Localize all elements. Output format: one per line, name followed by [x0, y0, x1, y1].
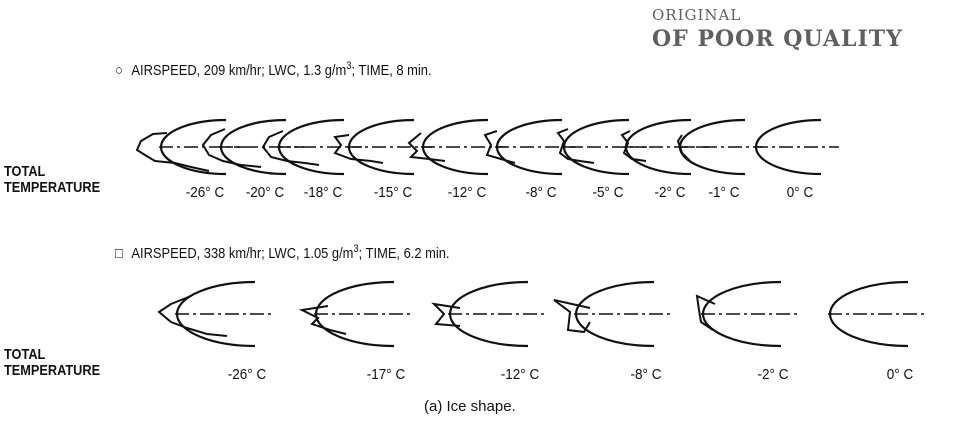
temperature-label: -26° C [185, 184, 225, 201]
ice-accretion-outline [431, 302, 461, 327]
ice-accretion-outline [620, 130, 647, 162]
row1-legend-suffix: ; TIME, 8 min. [351, 62, 432, 79]
ice-accretion-outline [201, 128, 262, 168]
temperature-label: -12° C [500, 366, 540, 383]
row1-axis-label: TOTAL TEMPERATURE [4, 164, 100, 196]
temperature-label: -17° C [366, 366, 406, 383]
figure-caption: (a) Ice shape. [424, 398, 516, 415]
ice-accretion-outline [333, 134, 384, 164]
ice-accretion-outline [135, 132, 210, 172]
ice-accretion-outline [695, 294, 716, 331]
row2-legend-text: AIRSPEED, 338 km/hr; LWC, 1.05 g/m [131, 245, 354, 262]
temperature-label: -8° C [525, 184, 557, 201]
ice-accretion-outline [261, 130, 320, 166]
temperature-label: -15° C [373, 184, 413, 201]
row2-legend: □ AIRSPEED, 338 km/hr; LWC, 1.05 g/m3; TI… [115, 243, 449, 262]
temperature-label: -26° C [227, 366, 267, 383]
ice-accretion-outline [556, 128, 595, 164]
ice-accretion-outline [157, 295, 228, 337]
row2-label-line1: TOTAL [4, 346, 46, 363]
row1-label-line1: TOTAL [4, 163, 46, 180]
temperature-label: -20° C [245, 184, 285, 201]
temperature-label: -18° C [303, 184, 343, 201]
temperature-label: 0° C [786, 184, 814, 201]
row2-label-line2: TEMPERATURE [4, 362, 101, 379]
stamp-line-1: ORIGINAL [652, 6, 742, 24]
row2-axis-label: TOTAL TEMPERATURE [4, 347, 100, 379]
temperature-label: -2° C [654, 184, 686, 201]
row1-legend-text: AIRSPEED, 209 km/hr; LWC, 1.3 g/m [131, 62, 347, 79]
circle-symbol-icon: ○ [115, 62, 123, 79]
row1-legend: ○ AIRSPEED, 209 km/hr; LWC, 1.3 g/m3; TIM… [115, 60, 432, 79]
ice-accretion-outline [483, 130, 516, 164]
square-symbol-icon: □ [115, 245, 123, 262]
stamp-line-2: OF POOR QUALITY [652, 26, 903, 52]
row1-label-line2: TEMPERATURE [4, 179, 101, 196]
ice-accretion-outline [553, 299, 591, 334]
temperature-label: -1° C [708, 184, 740, 201]
temperature-label: -2° C [757, 366, 789, 383]
ice-accretion-outline [298, 305, 347, 335]
ice-accretion-outline [407, 132, 446, 162]
temperature-label: 0° C [886, 366, 914, 383]
quality-stamp: ORIGINAL OF POOR QUALITY [652, 6, 903, 52]
temperature-label: -12° C [447, 184, 487, 201]
temperature-label: -5° C [592, 184, 624, 201]
row2-legend-exp: 3 [353, 243, 359, 255]
temperature-label: -8° C [630, 366, 662, 383]
ice-accretion-outline [676, 134, 691, 162]
row1-legend-exp: 3 [346, 60, 352, 72]
row2-legend-suffix: ; TIME, 6.2 min. [358, 245, 450, 262]
